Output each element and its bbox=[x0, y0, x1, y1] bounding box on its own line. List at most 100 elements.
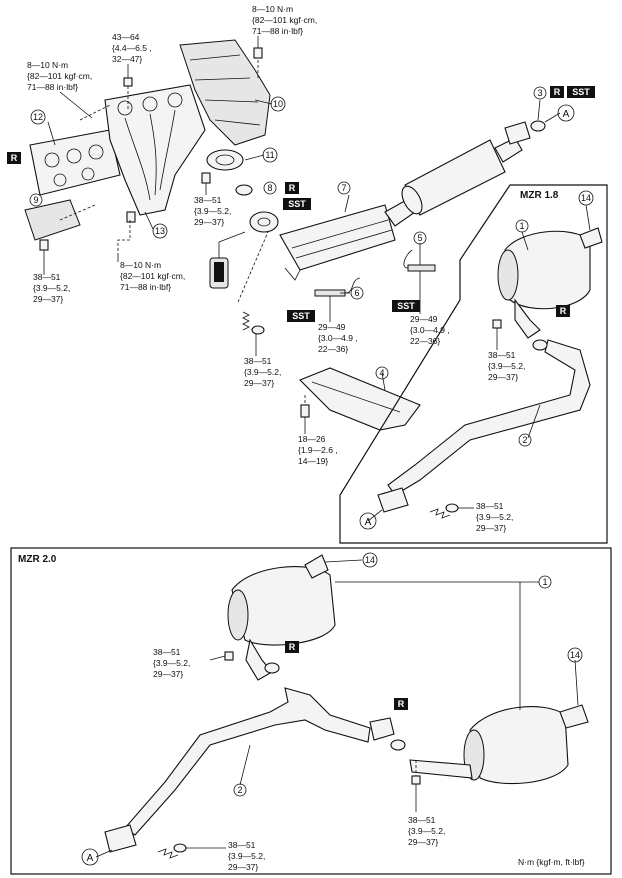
bolt-mid bbox=[201, 172, 211, 184]
mzr18-muffler bbox=[497, 227, 603, 339]
badge-sst-3: SST bbox=[567, 86, 595, 98]
svg-text:11: 11 bbox=[265, 150, 274, 160]
torque-o2-6: 29—49 {3.0—4.9 , 22—36} bbox=[318, 322, 358, 354]
svg-text:29—37}: 29—37} bbox=[153, 669, 183, 679]
svg-text:{3.9—5.2,: {3.9—5.2, bbox=[408, 826, 445, 836]
callout-14-mzr18: 14 bbox=[578, 190, 594, 206]
callout-12: 12 bbox=[30, 109, 46, 125]
oxygen-sensor-6 bbox=[314, 277, 361, 297]
svg-text:R: R bbox=[398, 699, 405, 709]
svg-text:1: 1 bbox=[542, 577, 547, 587]
svg-text:{3.0—4.9 ,: {3.0—4.9 , bbox=[318, 333, 358, 343]
svg-text:71—88 in·lbf}: 71—88 in·lbf} bbox=[27, 82, 78, 92]
torque-bracket: 38—51 {3.9—5.2, 29—37} bbox=[33, 272, 70, 304]
manifold-gasket bbox=[29, 129, 121, 196]
exhaust-manifold bbox=[104, 84, 206, 216]
svg-text:71—88 in·lbf}: 71—88 in·lbf} bbox=[252, 26, 303, 36]
svg-text:29—37}: 29—37} bbox=[408, 837, 438, 847]
svg-text:9: 9 bbox=[33, 195, 38, 205]
svg-text:8—10 N·m: 8—10 N·m bbox=[252, 4, 293, 14]
bolt-manifold-low bbox=[126, 211, 136, 223]
svg-text:{3.9—5.2,: {3.9—5.2, bbox=[476, 512, 513, 522]
heat-insulator-lower bbox=[24, 199, 81, 241]
callout-5: 5 bbox=[413, 231, 427, 245]
converter-inlet-flange bbox=[249, 211, 279, 233]
callout-14-mzr20-b: 14 bbox=[567, 647, 583, 663]
callout-10: 10 bbox=[270, 96, 286, 112]
svg-text:SST: SST bbox=[397, 301, 415, 311]
svg-text:2: 2 bbox=[237, 785, 242, 795]
mzr20-rear-muffler bbox=[409, 704, 589, 785]
svg-text:22—36}: 22—36} bbox=[318, 344, 348, 354]
mzr18-pipe bbox=[377, 339, 591, 513]
svg-text:29—37}: 29—37} bbox=[488, 372, 518, 382]
svg-text:43—64: 43—64 bbox=[112, 32, 140, 42]
torque-mzr20-b: 38—51 {3.9—5.2, 29—37} bbox=[408, 815, 445, 847]
rear-flange-top bbox=[504, 120, 546, 145]
catalytic-converter-front bbox=[279, 204, 396, 281]
svg-text:{3.9—5.2,: {3.9—5.2, bbox=[33, 283, 70, 293]
svg-text:38—51: 38—51 bbox=[228, 840, 256, 850]
nut-top bbox=[123, 77, 133, 87]
svg-text:4: 4 bbox=[379, 368, 384, 378]
connector-a-top: A bbox=[557, 104, 575, 122]
svg-text:38—51: 38—51 bbox=[33, 272, 61, 282]
svg-text:R: R bbox=[560, 306, 567, 316]
sst-tool bbox=[209, 231, 246, 289]
svg-text:{3.9—5.2,: {3.9—5.2, bbox=[194, 206, 231, 216]
svg-text:38—51: 38—51 bbox=[488, 350, 516, 360]
svg-text:29—37}: 29—37} bbox=[228, 862, 258, 872]
mzr20-front-muffler bbox=[227, 554, 336, 681]
svg-text:29—37}: 29—37} bbox=[33, 294, 63, 304]
bolt-top bbox=[253, 47, 263, 59]
heat-insulator-upper bbox=[179, 39, 271, 146]
svg-text:{3.0—4.9 ,: {3.0—4.9 , bbox=[410, 325, 450, 335]
callout-1-mzr18: 1 bbox=[515, 219, 529, 233]
svg-text:{82—101 kgf·cm,: {82—101 kgf·cm, bbox=[120, 271, 185, 281]
svg-text:38—51: 38—51 bbox=[194, 195, 222, 205]
svg-text:2: 2 bbox=[522, 435, 527, 445]
svg-text:13: 13 bbox=[155, 226, 165, 236]
svg-text:71—88 in·lbf}: 71—88 in·lbf} bbox=[120, 282, 171, 292]
svg-text:14—19}: 14—19} bbox=[298, 456, 328, 466]
svg-text:14: 14 bbox=[570, 650, 580, 660]
center-converter bbox=[401, 137, 523, 216]
callout-11: 11 bbox=[262, 147, 278, 163]
svg-text:{4.4—6.5 ,: {4.4—6.5 , bbox=[112, 43, 152, 53]
svg-text:14: 14 bbox=[581, 193, 591, 203]
svg-text:10: 10 bbox=[273, 99, 283, 109]
svg-text:A: A bbox=[87, 853, 94, 864]
svg-text:R: R bbox=[11, 153, 18, 163]
svg-text:29—37}: 29—37} bbox=[194, 217, 224, 227]
mzr18-spring-bolt bbox=[429, 503, 459, 519]
svg-text:18—26: 18—26 bbox=[298, 434, 326, 444]
oxygen-sensor-5 bbox=[403, 249, 436, 272]
torque-top: 8—10 N·m {82—101 kgf·cm, 71—88 in·lbf} bbox=[252, 4, 317, 36]
torque-spring: 38—51 {3.9—5.2, 29—37} bbox=[244, 356, 281, 388]
torque-mzr20-c: 38—51 {3.9—5.2, 29—37} bbox=[228, 840, 265, 872]
svg-text:{3.9—5.2,: {3.9—5.2, bbox=[153, 658, 190, 668]
svg-text:A: A bbox=[365, 517, 372, 528]
mzr20-gasket-rear bbox=[390, 739, 406, 751]
torque-mzr18-b: 38—51 {3.9—5.2, 29—37} bbox=[476, 501, 513, 533]
svg-text:7: 7 bbox=[341, 183, 346, 193]
svg-text:38—51: 38—51 bbox=[244, 356, 272, 366]
svg-text:29—49: 29—49 bbox=[318, 322, 346, 332]
mzr20-gasket-front bbox=[264, 662, 280, 674]
badge-r-3: R bbox=[550, 86, 564, 98]
connector-a-mzr18: A bbox=[359, 512, 377, 530]
connector-a-mzr20: A bbox=[81, 848, 99, 866]
svg-text:38—51: 38—51 bbox=[408, 815, 436, 825]
svg-text:{3.9—5.2,: {3.9—5.2, bbox=[488, 361, 525, 371]
torque-o2-5: 29—49 {3.0—4.9 , 22—36} bbox=[410, 314, 450, 346]
svg-text:6: 6 bbox=[354, 288, 359, 298]
svg-text:29—37}: 29—37} bbox=[476, 523, 506, 533]
badge-r-mzr20-a: R bbox=[285, 641, 299, 653]
bracket-4 bbox=[299, 367, 421, 431]
svg-text:R: R bbox=[289, 183, 296, 193]
badge-r-8: R bbox=[285, 182, 299, 194]
svg-text:R: R bbox=[289, 642, 296, 652]
svg-text:8—10 N·m: 8—10 N·m bbox=[27, 60, 68, 70]
svg-text:{3.9—5.2,: {3.9—5.2, bbox=[228, 851, 265, 861]
